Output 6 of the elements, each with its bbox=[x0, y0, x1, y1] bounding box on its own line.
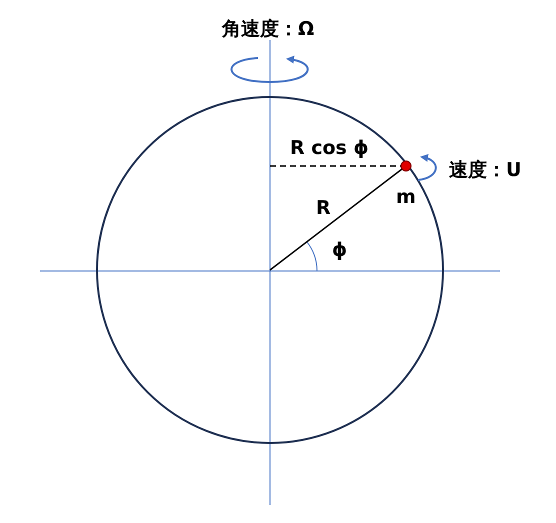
angle-label: ϕ bbox=[332, 241, 348, 260]
dimension-label: R cos ϕ bbox=[290, 139, 369, 158]
mass-label: m bbox=[396, 188, 416, 207]
dimension-label: R bbox=[316, 199, 331, 218]
axis-label: 速度：U bbox=[449, 161, 522, 180]
axis-label: 角速度：Ω bbox=[222, 20, 314, 39]
